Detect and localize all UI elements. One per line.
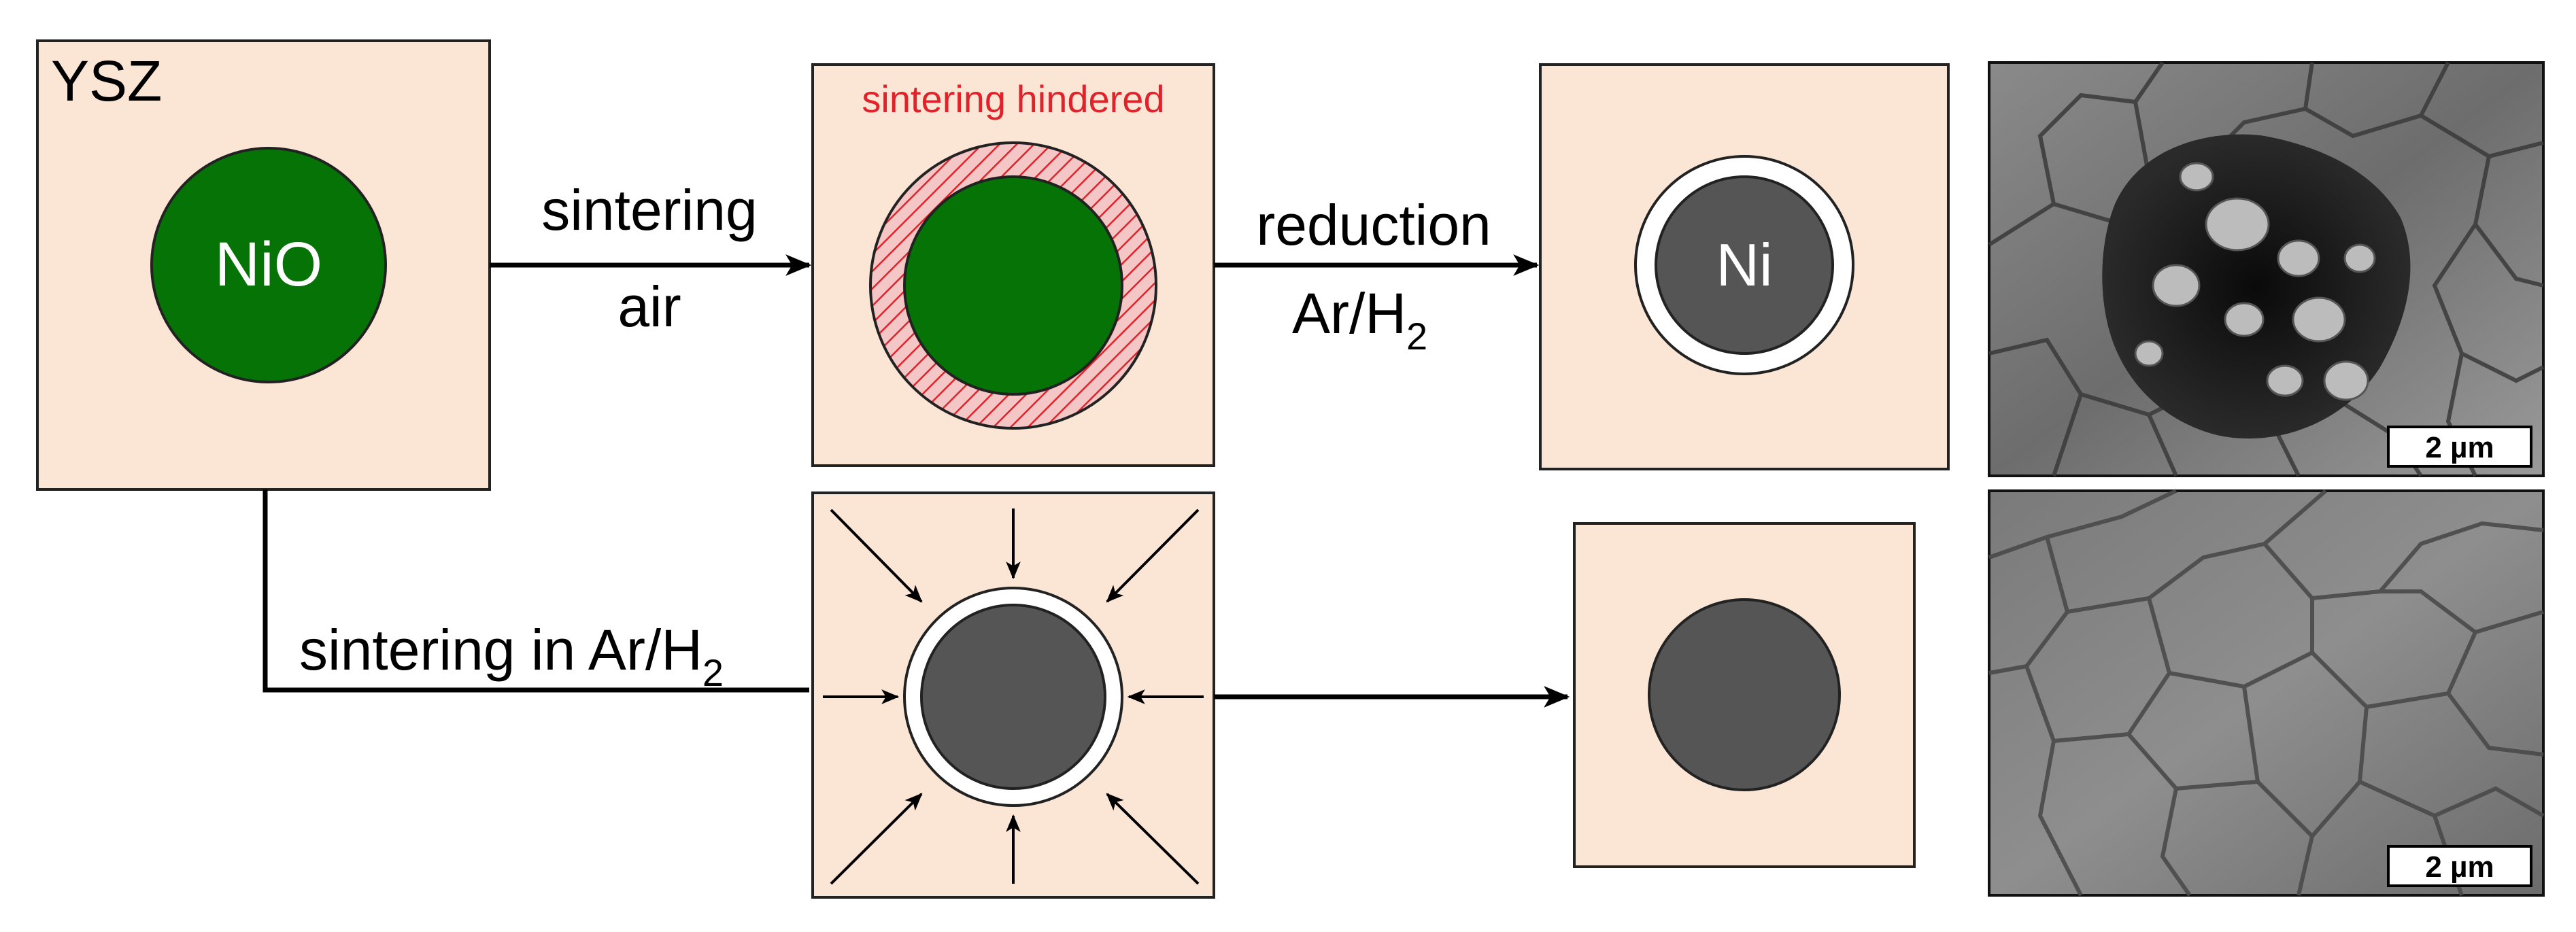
ar-h2-label-top: Ar/H2 (1292, 281, 1427, 358)
air-label: air (617, 275, 681, 339)
reduction-label: reduction (1256, 193, 1491, 257)
pore (2102, 134, 2411, 439)
scale-bar-top: 2 µm (2425, 431, 2494, 464)
compression-arrow-ne (1106, 508, 1200, 603)
compression-arrow-nw (830, 508, 923, 603)
ni-particle (1655, 175, 1834, 355)
ni-label: Ni (1716, 231, 1772, 298)
sem-image-bottom: 2 µm (1988, 489, 2545, 897)
nio-core (903, 175, 1123, 396)
nio-particle (150, 147, 387, 383)
ni-particle-bottom (920, 604, 1106, 790)
sintering-label-top: sintering (541, 178, 758, 242)
nio-label: NiO (215, 230, 322, 299)
scale-bar-bottom: 2 µm (2425, 850, 2494, 884)
ysz-nio-box: YSZ NiO (36, 39, 491, 491)
dense-ni-box (1573, 522, 1916, 868)
arrow-sinter-ar-h2 (262, 489, 809, 693)
ar-h2-top-main: Ar/H (1292, 281, 1406, 345)
sintering-in-sub: 2 (702, 651, 724, 694)
sintering-in-main: sintering in Ar/H (299, 618, 702, 682)
sintering-hindered-box: sintering hindered (811, 63, 1215, 467)
sem-image-top: 2 µm (1988, 61, 2545, 477)
sintering-in-label: sintering in Ar/H2 (299, 618, 724, 694)
ni-gap-box: Ni (1539, 63, 1950, 470)
sintering-hindered-label: sintering hindered (862, 77, 1164, 120)
ar-h2-top-sub: 2 (1406, 315, 1427, 358)
ni-particle-dense (1648, 598, 1841, 791)
ysz-label: YSZ (51, 49, 162, 113)
compression-arrow-sw (830, 793, 923, 885)
compression-box (811, 491, 1215, 899)
compression-arrows (823, 508, 1204, 885)
compression-arrow-se (1106, 793, 1200, 885)
